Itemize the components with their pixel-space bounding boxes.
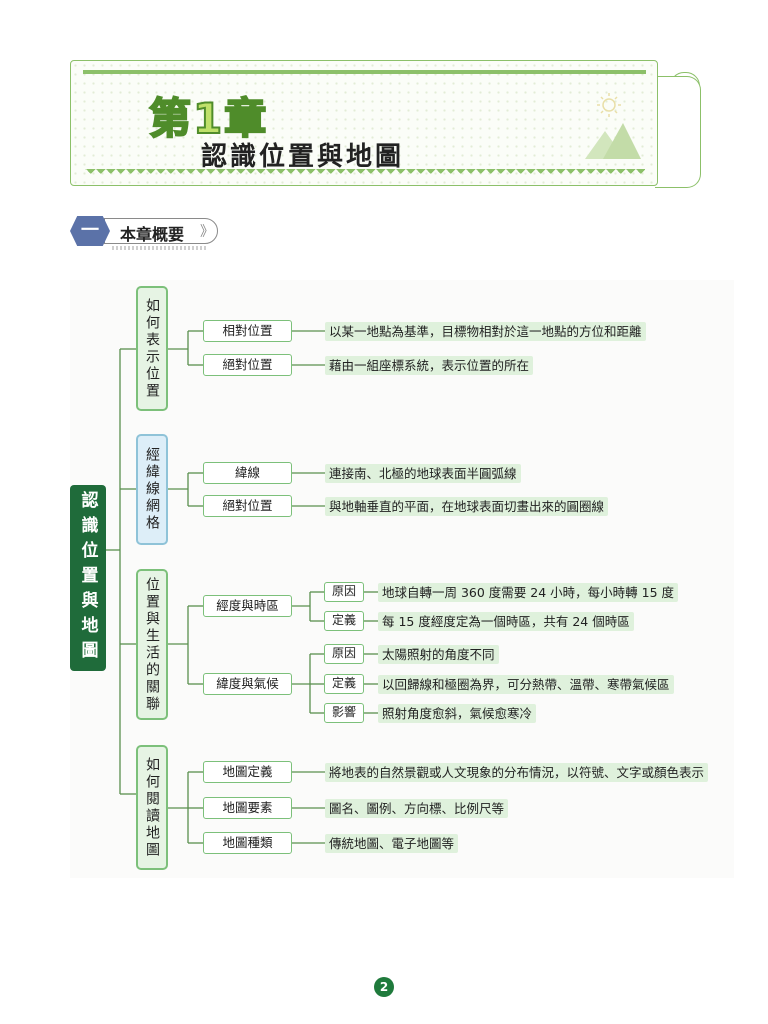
- chevron-right-icon: 》: [200, 224, 214, 240]
- section-underline: [112, 246, 208, 250]
- node-climate-definition: 定義: [324, 674, 364, 694]
- chapter-number: 第1章: [148, 93, 269, 144]
- desc-climate-effect: 照射角度愈斜，氣候愈寒冷: [378, 704, 537, 723]
- desc-relative-position: 以某一地點為基準，目標物相對於這一地點的方位和距離: [325, 322, 646, 341]
- node-longitude-line: 緯線: [203, 462, 292, 484]
- desc-longitude-line: 連接南、北極的地球表面半圓弧線: [325, 464, 521, 483]
- mountain-icon: [585, 93, 641, 159]
- section-label: 本章概要: [120, 225, 185, 244]
- section-heading: 一 本章概要 》: [70, 216, 220, 250]
- node-relative-position: 相對位置: [203, 320, 292, 342]
- chapter-banner: 第1章 認識位置與地圖: [70, 60, 702, 188]
- node-map-definition: 地圖定義: [203, 761, 292, 783]
- node-climate-effect: 影響: [324, 703, 364, 723]
- category-read-map: 如何閱讀地圖: [136, 745, 168, 870]
- desc-climate-definition: 以回歸線和極圈為界，可分熱帶、溫帶、寒帶氣候區: [378, 675, 674, 694]
- banner-panel: 第1章 認識位置與地圖: [70, 60, 658, 186]
- desc-latitude-line: 與地軸垂直的平面，在地球表面切畫出來的圓圈線: [325, 497, 609, 516]
- desc-map-definition: 將地表的自然景觀或人文現象的分布情況，以符號、文字或顏色表示: [325, 763, 709, 782]
- banner-zigzag-border: [85, 169, 645, 177]
- page-number: 2: [374, 977, 394, 997]
- node-latitude-climate: 緯度與氣候: [203, 673, 292, 695]
- sun-icon: [597, 93, 621, 117]
- desc-tz-cause: 地球自轉一周 360 度需要 24 小時，每小時轉 15 度: [378, 583, 679, 602]
- banner-top-rule: [83, 70, 646, 74]
- node-climate-cause: 原因: [324, 644, 364, 664]
- desc-map-elements: 圖名、圖例、方向標、比例尺等: [325, 799, 509, 818]
- node-tz-cause: 原因: [324, 582, 364, 602]
- desc-tz-definition: 每 15 度經度定為一個時區，共有 24 個時區: [378, 612, 634, 631]
- section-number: 一: [70, 216, 110, 246]
- section-label-frame: [104, 218, 218, 244]
- node-tz-definition: 定義: [324, 611, 364, 631]
- banner-scroll-edge: [655, 76, 701, 188]
- desc-absolute-position: 藉由一組座標系統，表示位置的所在: [325, 356, 534, 375]
- node-map-types: 地圖種類: [203, 832, 292, 854]
- node-map-elements: 地圖要素: [203, 797, 292, 819]
- mind-map-connectors: [106, 330, 378, 844]
- chapter-title: 認識位置與地圖: [201, 142, 405, 172]
- desc-climate-cause: 太陽照射的角度不同: [378, 645, 499, 664]
- node-absolute-position: 絕對位置: [203, 354, 292, 376]
- category-position-life: 位置與生活的關聯: [136, 569, 168, 720]
- mind-map: 認識位置與地圖 如何表示位置 相對位置 以某一地點為基準，目標物相對於這一地點的…: [70, 280, 734, 878]
- node-latitude-line: 絕對位置: [203, 495, 292, 517]
- node-longitude-timezone: 經度與時區: [203, 595, 292, 617]
- desc-map-types: 傳統地圖、電子地圖等: [325, 834, 459, 853]
- category-represent-position: 如何表示位置: [136, 286, 168, 411]
- category-grid: 經緯線網格: [136, 434, 168, 545]
- mind-map-root: 認識位置與地圖: [70, 485, 106, 671]
